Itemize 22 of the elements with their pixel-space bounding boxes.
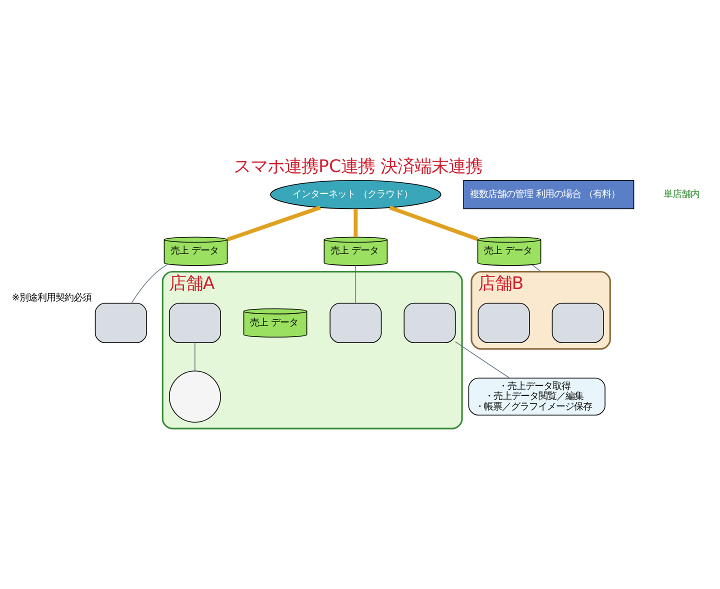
node-box bbox=[94, 302, 147, 343]
connector bbox=[354, 208, 358, 236]
connector bbox=[226, 205, 322, 241]
connector bbox=[389, 205, 478, 240]
node-box bbox=[330, 302, 382, 343]
node-circle bbox=[168, 370, 221, 422]
node-box: ・売上データ取得 ・売上データ閲覧／編集 ・帳票／グラフイメージ保存 bbox=[468, 377, 606, 416]
connector bbox=[194, 342, 196, 371]
label: 単店舗内 bbox=[663, 188, 700, 200]
node-box bbox=[552, 302, 604, 343]
node-box bbox=[404, 302, 456, 343]
connector bbox=[532, 264, 542, 272]
connector bbox=[455, 340, 510, 378]
connector bbox=[131, 264, 168, 304]
node-box bbox=[478, 302, 530, 343]
node-box bbox=[168, 302, 221, 343]
node-box: 複数店舗の管理 利用の場合 （有料） bbox=[463, 179, 634, 209]
node-ellipse: インターネット （クラウド） bbox=[270, 179, 442, 209]
diagram-title: スマホ連携PC連携 決済端末連携 bbox=[234, 156, 483, 177]
cluster: 店舗B bbox=[470, 270, 611, 350]
connector bbox=[355, 264, 356, 304]
node-label: ※別途利用契約必須 bbox=[12, 292, 92, 304]
